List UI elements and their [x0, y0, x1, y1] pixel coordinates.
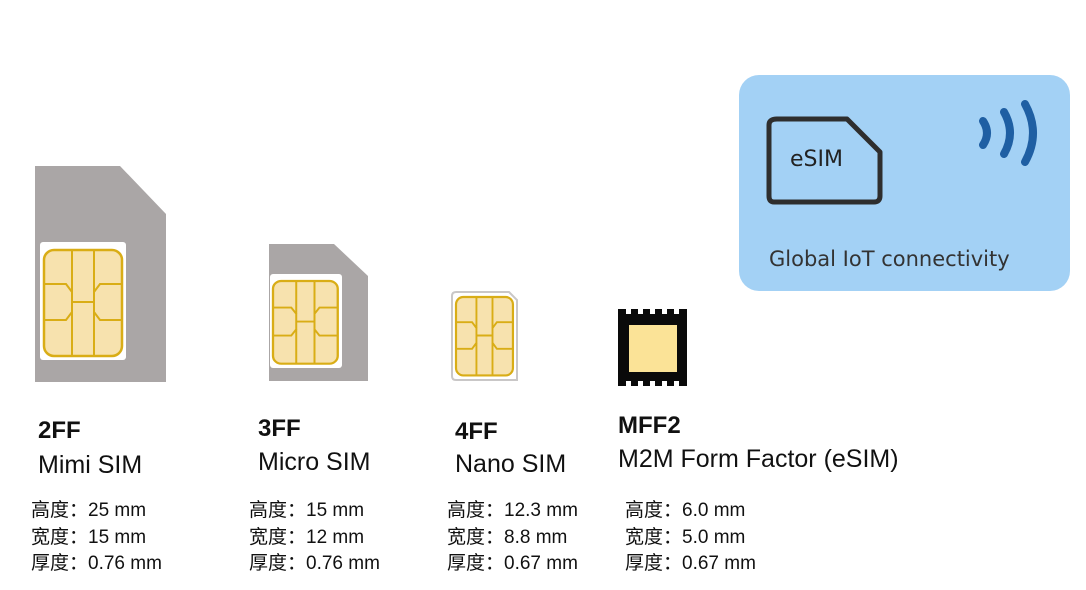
esim-tagline: Global IoT connectivity [769, 247, 1010, 271]
esim-chip-label: eSIM [790, 147, 843, 172]
sim-illustrations [35, 166, 687, 386]
sim-4ff-name: Nano SIM [455, 450, 567, 478]
sim-4ff-specs: 高度：12.3 mm 宽度：8.8 mm 厚度：0.67 mm [447, 498, 578, 578]
sim-3ff-illustration [269, 244, 368, 381]
mff2-notches [626, 309, 679, 386]
sim-4ff-width: 宽度：8.8 mm [447, 526, 568, 548]
sim-3ff-name: Micro SIM [258, 448, 371, 476]
sim-4ff-chip-icon [454, 295, 515, 377]
sim-3ff-chip-icon [271, 279, 339, 365]
sim-2ff-specs: 高度：25 mm 宽度：15 mm 厚度：0.76 mm [31, 498, 162, 578]
sim-3ff-specs: 高度：15 mm 宽度：12 mm 厚度：0.76 mm [249, 498, 380, 578]
sim-mff2-illustration [618, 309, 687, 386]
sim-3ff-height: 高度：15 mm [249, 500, 365, 521]
sim-mff2-thickness: 厚度：0.67 mm [625, 553, 756, 574]
sim-mff2-name: M2M Form Factor (eSIM) [618, 445, 899, 473]
signal-waves-icon [979, 100, 1037, 166]
sim-2ff-thickness: 厚度：0.76 mm [31, 553, 162, 574]
sim-4ff-illustration [451, 291, 518, 381]
sim-4ff-height: 高度：12.3 mm [447, 500, 578, 521]
sim-3ff-code: 3FF [258, 415, 301, 442]
sim-2ff-width: 宽度：15 mm [31, 526, 147, 548]
sim-2ff-height: 高度：25 mm [31, 500, 147, 521]
sim-2ff-illustration [35, 166, 166, 382]
sim-mff2-width: 宽度：5.0 mm [625, 526, 746, 548]
sim-2ff-name: Mimi SIM [38, 451, 143, 479]
sim-4ff-thickness: 厚度：0.67 mm [447, 553, 578, 574]
sim-mff2-specs: 高度：6.0 mm 宽度：5.0 mm 厚度：0.67 mm [625, 498, 756, 578]
sim-2ff-chip-icon [42, 248, 124, 358]
esim-card: eSIM Global IoT connectivity [739, 75, 1070, 291]
sim-3ff-thickness: 厚度：0.76 mm [249, 553, 380, 574]
sim-3ff-width: 宽度：12 mm [249, 526, 365, 548]
sim-mff2-code: MFF2 [618, 412, 681, 439]
esim-card-graphics [766, 100, 1037, 205]
esim-chip-outline-icon [766, 116, 883, 205]
sim-2ff-code: 2FF [38, 417, 81, 444]
sim-mff2-height: 高度：6.0 mm [625, 500, 746, 521]
mff2-pad [629, 325, 677, 372]
sim-4ff-code: 4FF [455, 418, 498, 445]
